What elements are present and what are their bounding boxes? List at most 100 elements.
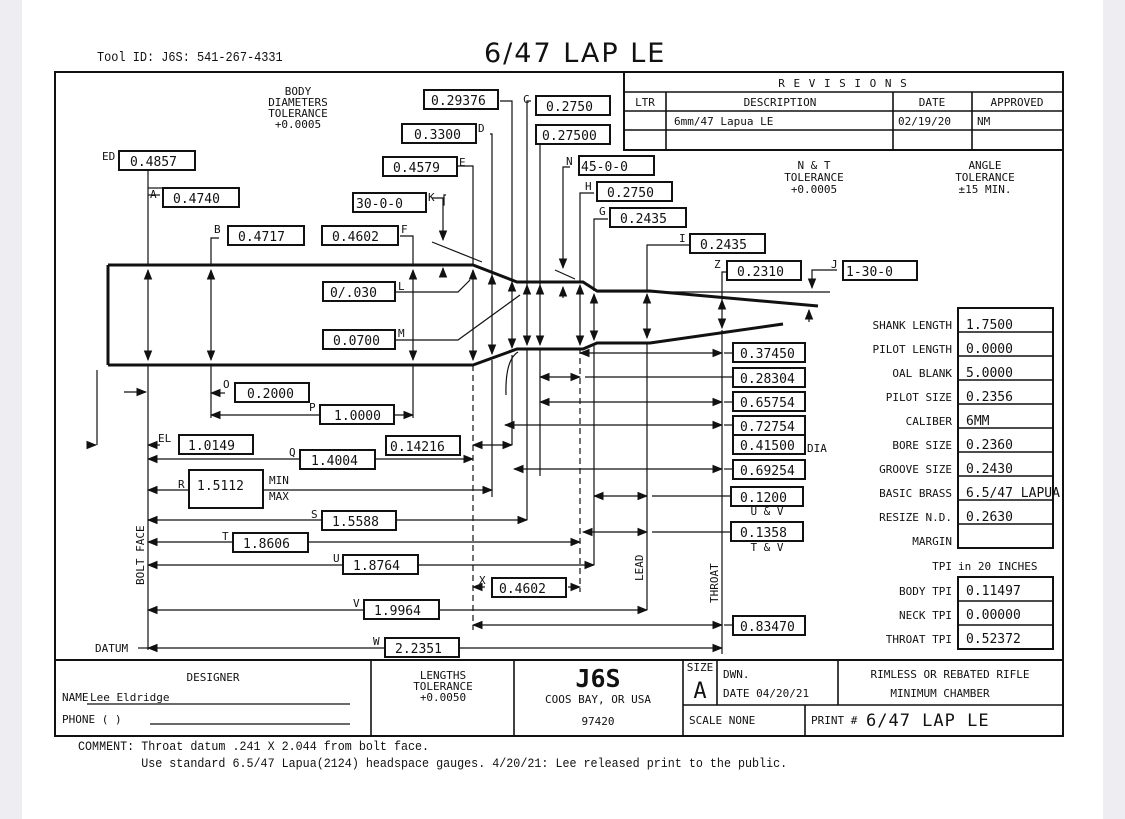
dwn-label: DWN. <box>723 668 750 681</box>
dim-EL: EL 1.0149 <box>158 432 254 455</box>
svg-text:0.4579: 0.4579 <box>393 161 440 176</box>
right-dim-suffix: U & V <box>750 505 783 518</box>
dim-H: H 0.2750 <box>585 180 673 202</box>
svg-text:G: G <box>599 205 606 218</box>
svg-text:J: J <box>831 258 838 271</box>
svg-text:L: L <box>398 280 405 293</box>
svg-text:MIN: MIN <box>269 474 289 487</box>
name-label: NAME <box>62 691 89 704</box>
spec-label: BASIC BRASS <box>879 487 952 500</box>
dim-L: 0/.030 L <box>322 280 405 302</box>
svg-text:A: A <box>150 188 157 201</box>
tpi-value: 0.52372 <box>966 632 1021 647</box>
dim-F: 0.4602 F <box>321 223 408 246</box>
title-block: DESIGNER NAME Lee Eldridge PHONE ( ) LEN… <box>55 659 1063 736</box>
lengths-tolerance-note: LENGTHS <box>420 669 466 682</box>
svg-text:0.4740: 0.4740 <box>173 192 220 207</box>
scale-label: SCALE NONE <box>689 714 755 727</box>
svg-text:30-0-0: 30-0-0 <box>356 197 403 212</box>
dim-O: O 0.2000 <box>223 378 310 403</box>
svg-text:45-0-0: 45-0-0 <box>581 160 628 175</box>
leader-lines <box>146 100 837 341</box>
svg-text:K: K <box>428 191 435 204</box>
right-dim-value: 0.72754 <box>740 420 795 435</box>
svg-text:0.27500: 0.27500 <box>542 129 597 144</box>
right-dim-value: 0.83470 <box>740 620 795 635</box>
rev-row-description: 6mm/47 Lapua LE <box>674 115 773 128</box>
tpi-value: 0.11497 <box>966 584 1021 599</box>
svg-text:W: W <box>373 635 380 648</box>
spec-label: CALIBER <box>906 415 953 428</box>
dim-A: A 0.4740 <box>150 187 240 208</box>
dim-Q-right: 0.14216 <box>385 435 461 456</box>
svg-text:ED: ED <box>102 150 115 163</box>
svg-text:1.8764: 1.8764 <box>353 559 400 574</box>
svg-text:R: R <box>178 478 185 491</box>
svg-text:TOLERANCE: TOLERANCE <box>955 171 1015 184</box>
svg-text:O: O <box>223 378 230 391</box>
right-dim-value: 0.1358 <box>740 526 787 541</box>
date-label: DATE 04/20/21 <box>723 687 809 700</box>
svg-text:P: P <box>309 401 316 414</box>
svg-text:±15 MIN.: ±15 MIN. <box>959 183 1012 196</box>
body-tolerance-note: BODY DIAMETERS TOLERANCE +0.0005 <box>268 85 328 131</box>
company-city: COOS BAY, OR USA <box>545 693 651 706</box>
size-value: A <box>693 679 706 704</box>
dim-J: J 1-30-0 <box>831 258 918 281</box>
svg-text:0.4717: 0.4717 <box>238 230 285 245</box>
right-dim-value: 0.37450 <box>740 347 795 362</box>
chamber-type-line1: RIMLESS OR REBATED RIFLE <box>871 668 1030 681</box>
svg-text:0.29376: 0.29376 <box>431 94 486 109</box>
svg-text:0.2000: 0.2000 <box>247 387 294 402</box>
svg-text:N: N <box>566 155 573 168</box>
svg-text:TOLERANCE: TOLERANCE <box>268 107 328 120</box>
spec-label: PILOT SIZE <box>886 391 952 404</box>
right-dim-value: 0.65754 <box>740 396 795 411</box>
rev-row-approved: NM <box>977 115 991 128</box>
svg-text:TOLERANCE: TOLERANCE <box>784 171 844 184</box>
tpi-value: 0.00000 <box>966 608 1021 623</box>
comment-line-2: Use standard 6.5/47 Lapua(2124) headspac… <box>78 756 788 771</box>
svg-text:T: T <box>222 530 229 543</box>
company-logo: J6S <box>575 664 620 693</box>
right-dims: 0.37450 0.28304 0.65754 0.72754 0.41500 … <box>730 342 827 636</box>
dim-G: G 0.2435 <box>599 205 687 228</box>
svg-text:B: B <box>214 223 221 236</box>
dim-Z: Z 0.2310 <box>714 258 802 281</box>
dim-C: C 0.2750 <box>523 93 611 116</box>
rev-col-ltr: LTR <box>635 96 655 109</box>
spec-label: SHANK LENGTH <box>873 319 952 332</box>
svg-text:M: M <box>398 327 405 340</box>
dim-W: W 2.2351 <box>373 635 460 658</box>
svg-text:BODY: BODY <box>285 85 312 98</box>
spec-value: 0.2356 <box>966 390 1013 405</box>
dim-E: 0.4579 E <box>382 156 466 177</box>
dim-S: S 1.5588 <box>311 508 397 531</box>
designer-name: Lee Eldridge <box>90 691 169 704</box>
specs-table: SHANK LENGTH 1.7500 PILOT LENGTH 0.0000 … <box>873 307 1060 650</box>
dim-N: N 45-0-0 <box>566 155 655 176</box>
right-dim-value: 0.1200 <box>740 491 787 506</box>
svg-text:0.4602: 0.4602 <box>332 230 379 245</box>
print-number: 6/47 LAP LE <box>866 711 990 731</box>
spec-value: 0.0000 <box>966 342 1013 357</box>
svg-text:1.0000: 1.0000 <box>334 409 381 424</box>
svg-text:ANGLE: ANGLE <box>968 159 1001 172</box>
svg-text:2.2351: 2.2351 <box>395 642 442 657</box>
dim-C-lower: 0.27500 <box>535 124 611 145</box>
spec-value: 0.2630 <box>966 510 1013 525</box>
size-label: SIZE <box>687 661 714 674</box>
right-dim-suffix: DIA <box>807 442 827 455</box>
svg-text:F: F <box>401 223 408 236</box>
right-dim-suffix: T & V <box>750 541 783 554</box>
svg-text:C: C <box>523 93 530 106</box>
spec-label: PILOT LENGTH <box>873 343 952 356</box>
svg-text:0.2435: 0.2435 <box>700 238 747 253</box>
svg-text:N & T: N & T <box>797 159 830 172</box>
svg-text:DIAMETERS: DIAMETERS <box>268 96 328 109</box>
svg-text:X: X <box>479 574 486 587</box>
svg-text:1.5588: 1.5588 <box>332 515 379 530</box>
rev-col-description: DESCRIPTION <box>744 96 817 109</box>
svg-text:1.4004: 1.4004 <box>311 454 358 469</box>
dim-D: 0.3300 D <box>401 122 485 144</box>
